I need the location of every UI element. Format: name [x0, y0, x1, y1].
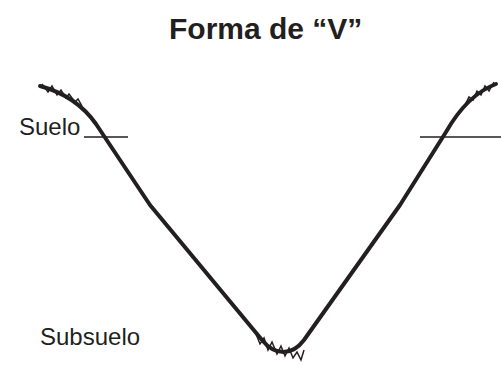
texture — [465, 82, 494, 105]
diagram-title: Forma de “V” — [169, 12, 362, 45]
texture — [256, 334, 304, 360]
ground-label: Suelo — [19, 114, 80, 140]
texture — [42, 84, 82, 106]
valley-outline — [40, 84, 496, 352]
subsoil-label: Subsuelo — [40, 324, 140, 350]
ground-line — [420, 136, 501, 138]
